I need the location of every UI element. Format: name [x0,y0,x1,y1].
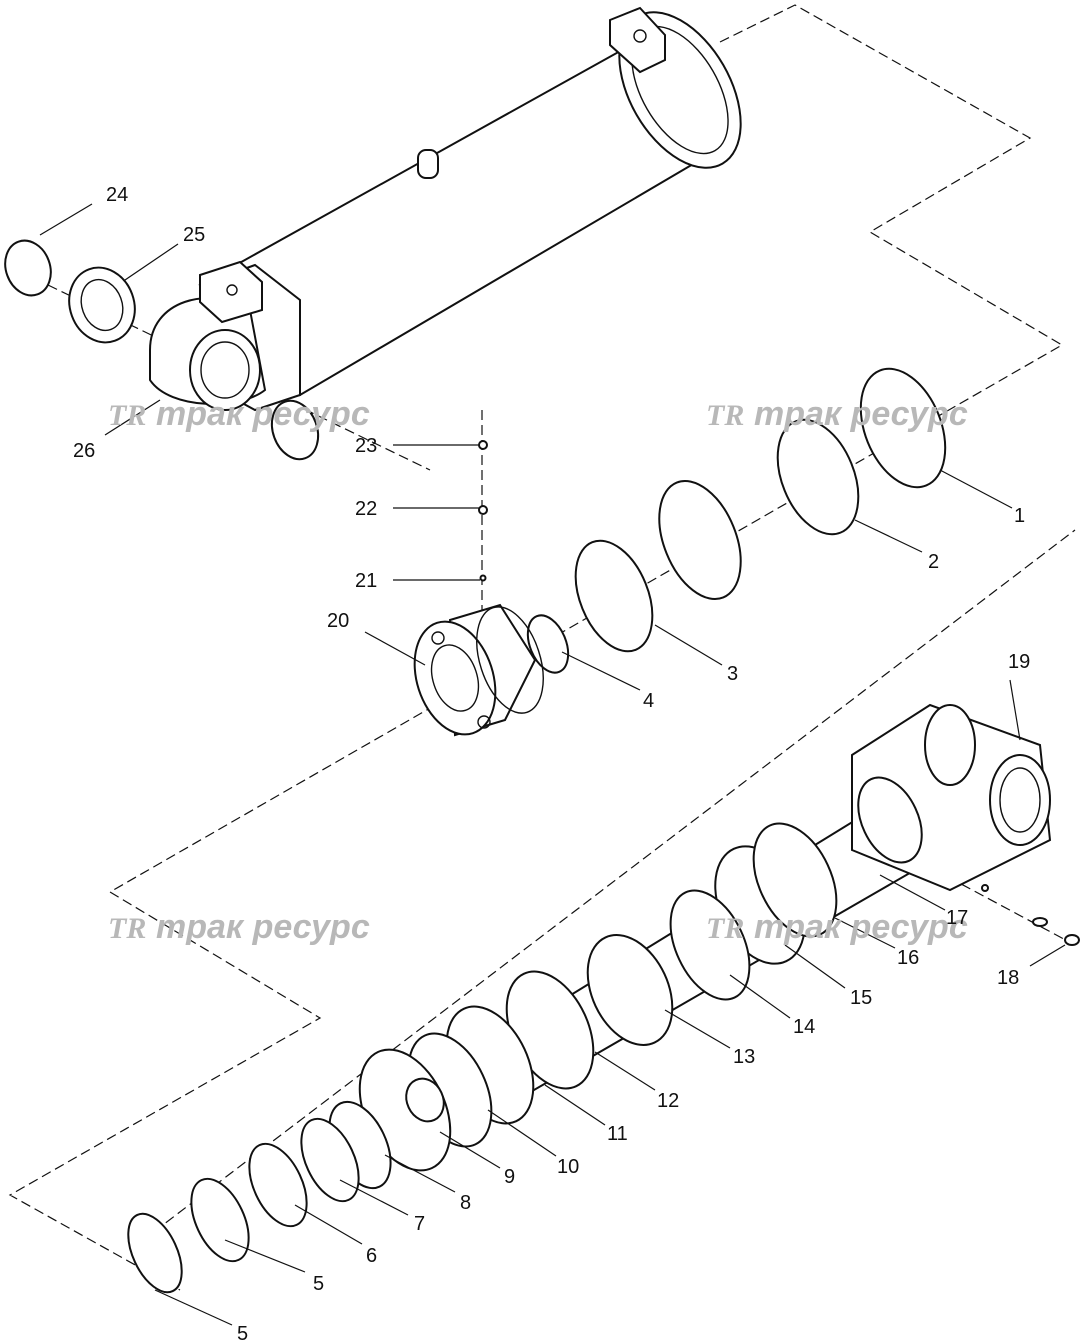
callout-9: 9 [504,1166,515,1188]
callout-19: 19 [1008,651,1030,673]
watermark: TR трак ресурс [706,908,968,946]
callout-11: 11 [607,1123,628,1145]
piston-rod-assembly [358,703,1052,1172]
callout-6: 6 [366,1245,377,1267]
callout-23: 23 [355,435,377,457]
callout-5-upper: 5 [313,1273,324,1295]
watermark: TR трак ресурс [706,395,968,433]
callout-24: 24 [106,184,128,206]
callout-14: 14 [793,1016,815,1038]
watermark-text: трак ресурс [156,908,370,946]
callout-3: 3 [727,663,738,685]
watermark: TR трак ресурс [108,395,370,433]
callout-7: 7 [414,1213,425,1235]
callout-17: 17 [946,907,968,929]
lock-pins [981,884,1080,946]
pin-bushing-group [4,239,320,461]
watermark-logo: TR [108,399,146,432]
callout-12: 12 [657,1090,679,1112]
watermark-text: трак ресурс [754,908,968,946]
callout-10: 10 [557,1156,579,1178]
callout-18: 18 [997,967,1019,989]
watermark-logo: TR [706,912,744,945]
cylinder-barrel [149,6,742,412]
callout-5-lower: 5 [237,1323,248,1344]
leader-lines [39,203,1066,1326]
callout-26: 26 [73,440,95,462]
callout-labels: 1 2 3 4 5 5 6 7 8 9 10 11 12 13 14 15 16… [73,184,1030,1344]
callout-4: 4 [643,690,654,712]
callout-21: 21 [355,570,377,592]
callout-1: 1 [1014,505,1025,527]
watermark-text: трак ресурс [754,395,968,433]
callout-2: 2 [928,551,939,573]
watermark-group: TR трак ресурс TR трак ресурс TR трак ре… [108,395,968,946]
callout-16: 16 [897,947,919,969]
piston-ring-set [127,1100,392,1294]
watermark-logo: TR [108,912,146,945]
callout-20: 20 [327,610,349,632]
callout-25: 25 [183,224,205,246]
callout-15: 15 [850,987,872,1009]
head-seal-rings [526,367,947,674]
callout-13: 13 [733,1046,755,1068]
gland-head [413,440,544,737]
watermark: TR трак ресурс [108,908,370,946]
callout-22: 22 [355,498,377,520]
watermark-logo: TR [706,399,744,432]
callout-8: 8 [460,1192,471,1214]
watermark-text: трак ресурс [156,395,370,433]
